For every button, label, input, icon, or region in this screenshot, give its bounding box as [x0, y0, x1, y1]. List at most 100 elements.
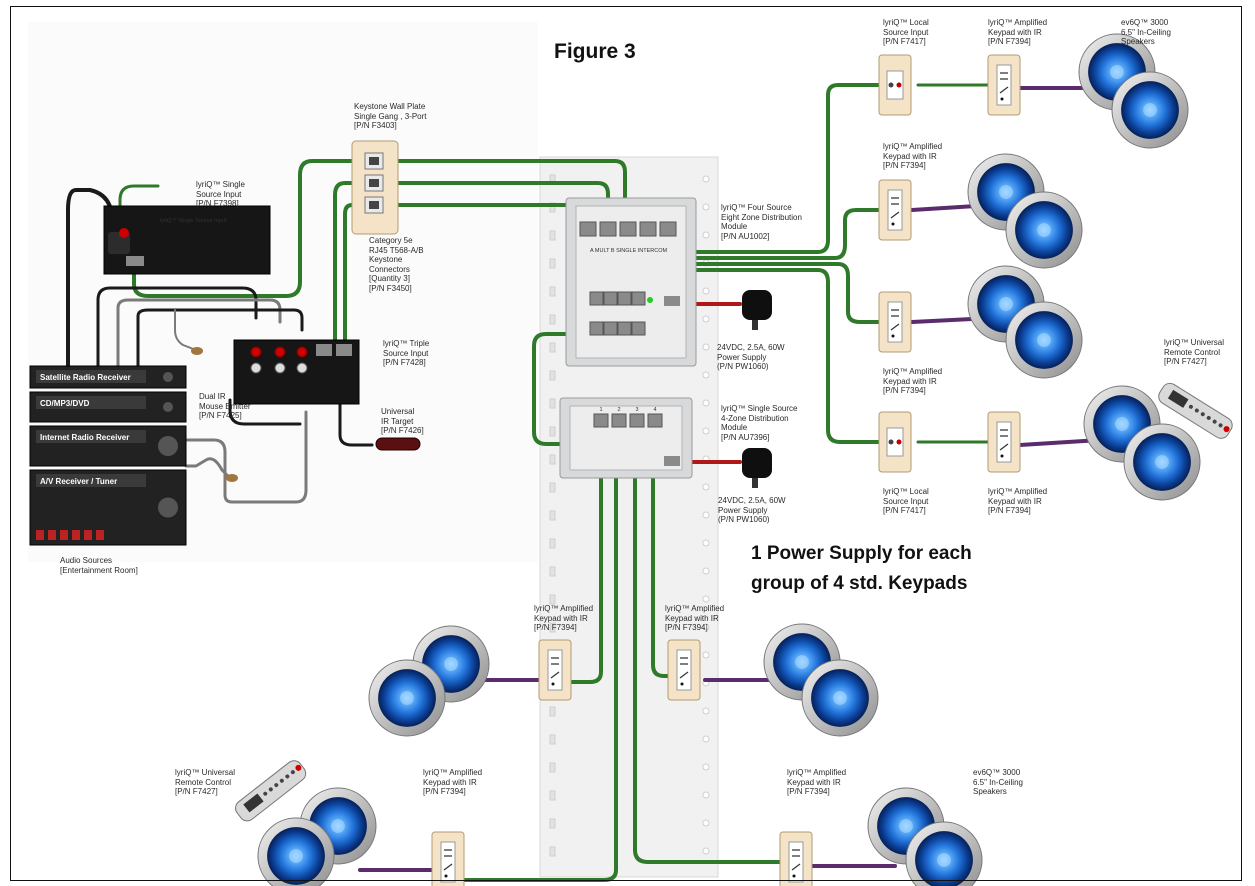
keypad-bottom-left-buttons [444, 849, 452, 857]
cable-keypad-bottom-right [633, 422, 796, 864]
wall-hole [702, 343, 710, 351]
zone-port-number: 3 [635, 407, 638, 413]
power-supply-top-plug [752, 320, 758, 330]
single-source-input-device [103, 205, 271, 275]
module-input-port [659, 221, 677, 237]
remote-right-button [1218, 423, 1223, 428]
keypad-r4-insert [996, 421, 1012, 463]
wall-slot [549, 790, 556, 801]
single-input-port [126, 256, 144, 266]
rca-jack-white [296, 362, 308, 374]
remote-right-button [1206, 415, 1211, 420]
module-input-port [579, 221, 597, 237]
wall-slot [549, 510, 556, 521]
rca-jack-white [274, 362, 286, 374]
zone-port [593, 413, 609, 428]
keypad-mid-right-insert [676, 649, 692, 691]
cable-plate-triple-input [333, 181, 364, 347]
av-meter [84, 530, 92, 540]
remote-right [1158, 382, 1233, 439]
zone-port [589, 291, 604, 306]
wall-slot [549, 342, 556, 353]
keypad-mid-left-slider [550, 671, 560, 679]
cable-single-input-top [118, 184, 160, 232]
single-source-input-label: lyriQ™ Single Source Input [P/N F7398] [196, 180, 245, 208]
zone-port [603, 321, 618, 336]
wall-hole [702, 175, 710, 183]
wall-hole [702, 315, 710, 323]
wall-hole [702, 595, 710, 603]
keypad-top-insert [996, 64, 1012, 106]
remote-left-button [279, 778, 284, 783]
module-port-labels: A MULT B SINGLE INTERCOM [590, 248, 668, 254]
local-input-bottom-insert [886, 427, 904, 457]
wall-hole [702, 483, 710, 491]
zone-port [631, 321, 646, 336]
wall-slot [549, 762, 556, 773]
keypad-mid-right-label: lyriQ™ Amplified Keypad with IR [P/N F73… [665, 604, 725, 632]
wall-hole [702, 511, 710, 519]
wall-hole [702, 819, 710, 827]
local-input-bottom-label: lyriQ™ Local Source Input [P/N F7417] [883, 487, 929, 515]
remote-right-label: lyriQ™ Universal Remote Control [P/N F74… [1164, 338, 1225, 366]
wall-hole [702, 399, 710, 407]
power-port [664, 456, 680, 466]
cable-av-triple-a [96, 286, 258, 372]
cable-plate-module-b [370, 181, 610, 224]
cable-keypad-mid-left [570, 422, 603, 684]
wall-slot [549, 622, 556, 633]
cable-keypad-bottom-left [455, 422, 618, 882]
zone-port-number: 4 [653, 407, 656, 413]
cable-ir-emitter-top [174, 309, 197, 351]
cat5e-label: Category 5e RJ45 T568-A/B Keystone Conne… [369, 236, 424, 293]
remote-left [235, 760, 307, 822]
speaker-bottom-left-a-center [331, 819, 345, 833]
wall-hole [702, 763, 710, 771]
keypad-r2-insert [887, 189, 903, 231]
cd-player-knob [163, 402, 173, 412]
speaker-bottom-right-b-center [937, 853, 951, 867]
dual-ir-label: Dual IR Mouse Emitter [P/N F7425] [199, 392, 251, 420]
cable-ir-emitter-b [184, 457, 232, 480]
ir-target [375, 437, 421, 451]
wall-hole [702, 707, 710, 715]
speaker-mid-left-b-center [400, 691, 414, 705]
remote-left-button [290, 770, 295, 775]
audio-source-stack: Satellite Radio ReceiverCD/MP3/DVDIntern… [29, 365, 187, 546]
keypad-r2-label: lyriQ™ Amplified Keypad with IR [P/N F73… [883, 142, 943, 170]
satellite-radio-receiver-label: Satellite Radio Receiver [40, 373, 131, 382]
local-input-top-jack [888, 82, 894, 88]
speaker-mid-right-a-center [795, 655, 809, 669]
speakers-bottom-label: ev6Q™ 3000 6.5" In-Ceiling Speakers [973, 768, 1023, 796]
audio-sources-label: Audio Sources [Entertainment Room] [60, 556, 138, 575]
keypad-top-ir [1000, 97, 1004, 101]
rca-jack [274, 346, 286, 358]
zone-port [647, 413, 663, 428]
keypad-mid-right-buttons [680, 657, 688, 665]
remote-left-label: lyriQ™ Universal Remote Control [P/N F74… [175, 768, 236, 796]
zone-port [603, 291, 618, 306]
speaker-r4-a-center [1115, 417, 1129, 431]
power-supply-bottom-plug [752, 478, 758, 488]
figure-frame [10, 6, 1242, 881]
rca-jack [250, 346, 262, 358]
keypad-r2-slider [890, 211, 900, 219]
speaker-r3-a-center [999, 297, 1013, 311]
wall-hole [702, 231, 710, 239]
wall-hole [702, 735, 710, 743]
av-meter [48, 530, 56, 540]
zone-port-number: 1 [599, 407, 602, 413]
remote-left-button [268, 787, 273, 792]
triple-port-a [316, 344, 332, 356]
remote-right-power [1223, 426, 1230, 433]
keypad-mid-left-label: lyriQ™ Amplified Keypad with IR [P/N F73… [534, 604, 594, 632]
keypad-bottom-left-label: lyriQ™ Amplified Keypad with IR [P/N F73… [423, 768, 483, 796]
speaker-top-b-center [1143, 103, 1157, 117]
av-receiver-label: A/V Receiver / Tuner [40, 477, 117, 486]
keypad-r3-buttons [891, 309, 899, 317]
satellite-radio-receiver-display [36, 370, 146, 383]
single-source-module-label: lyriQ™ Single Source 4-Zone Distribution… [721, 404, 798, 442]
jack-hole [369, 201, 379, 209]
wall-slot [549, 734, 556, 745]
